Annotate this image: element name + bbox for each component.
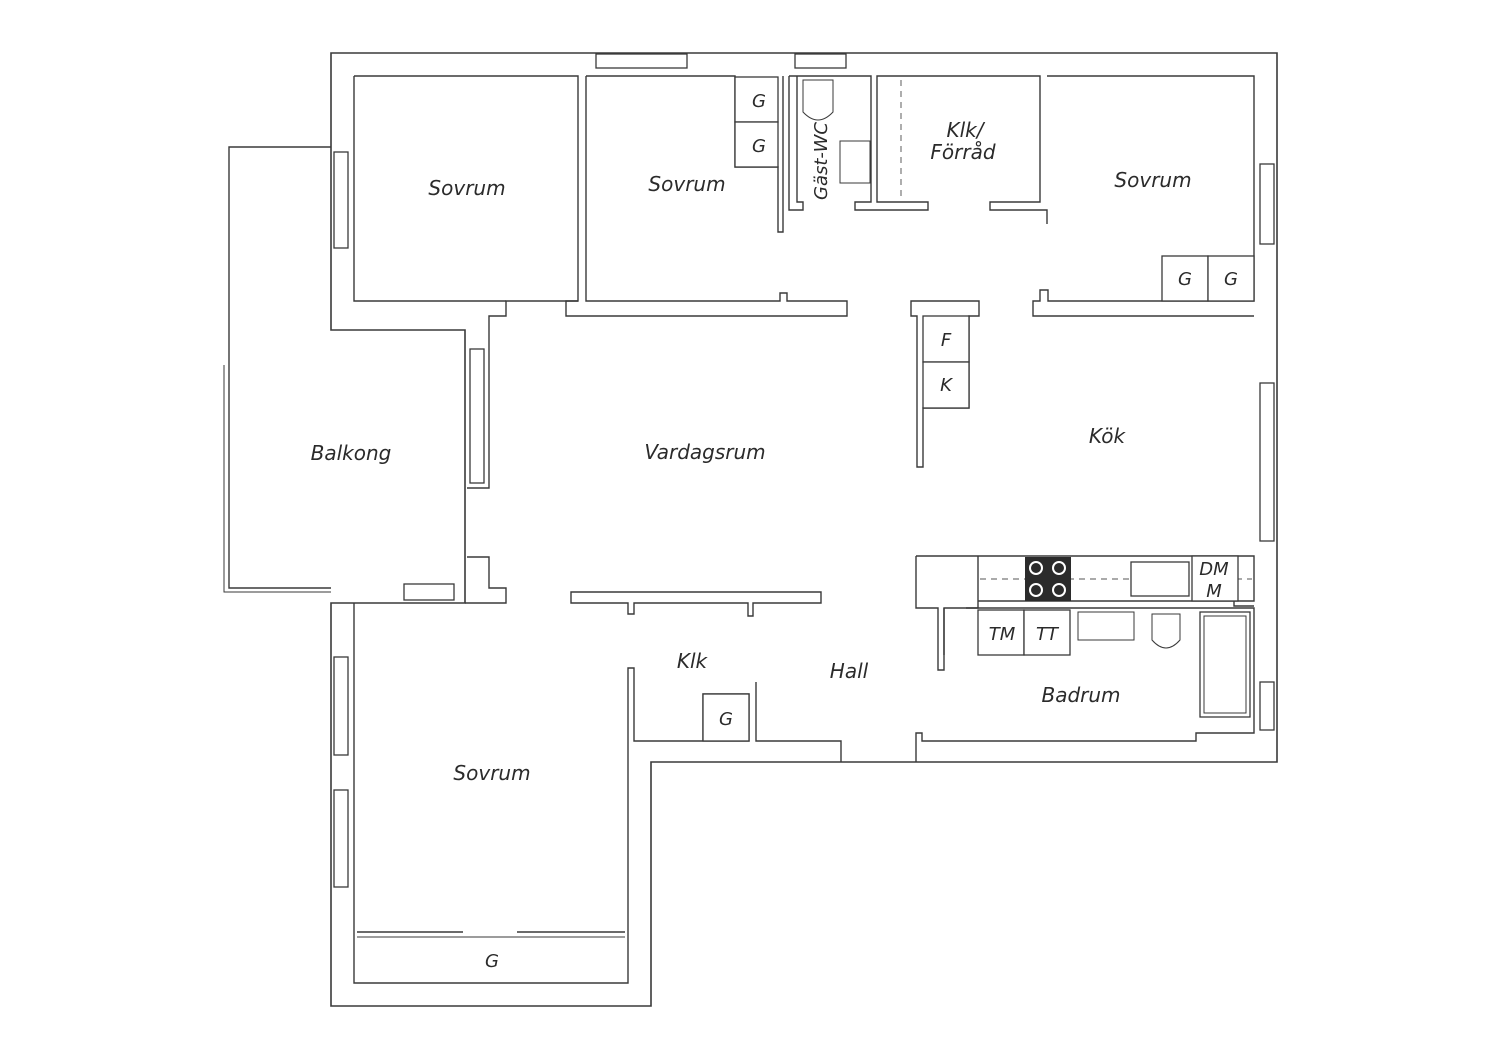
label-balkong: Balkong <box>311 441 392 465</box>
tt-box <box>1023 609 1071 656</box>
window-n1 <box>595 53 688 69</box>
label-badrum: Badrum <box>1041 683 1120 707</box>
label-tm: TM <box>989 624 1016 645</box>
stove-burner-1 <box>1029 561 1043 575</box>
window-w4 <box>333 789 349 888</box>
label-sovrum-nw: Sovrum <box>428 176 505 200</box>
label-klk-forrad-2: Förråd <box>930 140 995 164</box>
window-e2 <box>1259 382 1275 542</box>
label-g-6: G <box>485 951 499 972</box>
bathtub <box>1199 611 1251 718</box>
guest-wc-walls <box>788 75 1048 224</box>
balcony-railing <box>223 365 331 593</box>
kitchen-sink <box>1130 561 1190 597</box>
label-f: F <box>941 330 952 351</box>
freezer-box <box>922 361 970 409</box>
window-w1 <box>333 151 349 249</box>
label-kok: Kök <box>1089 424 1127 448</box>
window-w2 <box>469 348 485 484</box>
label-klk: Klk <box>677 649 709 673</box>
tm-box <box>977 609 1025 656</box>
bath-sink <box>1077 611 1135 641</box>
label-sovrum-ne: Sovrum <box>1114 168 1191 192</box>
bedroom-ne-walls <box>1032 75 1255 317</box>
label-sovrum-n: Sovrum <box>648 172 725 196</box>
label-gast-wc: Gäst-WC <box>811 122 832 200</box>
label-vardagsrum: Vardagsrum <box>644 440 765 464</box>
stove-burner-2 <box>1052 561 1066 575</box>
window-e1 <box>1259 163 1275 245</box>
label-g-4: G <box>1224 269 1238 290</box>
dm-box <box>1191 555 1239 602</box>
label-g-3: G <box>1178 269 1192 290</box>
label-hall: Hall <box>830 659 869 683</box>
label-g-2: G <box>752 136 766 157</box>
window-e3 <box>1259 681 1275 731</box>
closet-g-ne2 <box>1207 255 1255 302</box>
window-n2 <box>794 53 847 69</box>
wc-toilet <box>802 79 834 121</box>
living-south-wall <box>570 591 822 617</box>
bedroom-nw-walls <box>353 76 506 302</box>
label-klk-forrad-1: Klk/ <box>947 118 986 142</box>
window-w3 <box>333 656 349 756</box>
label-g-1: G <box>752 91 766 112</box>
windows <box>333 53 1275 888</box>
label-sovrum-sw: Sovrum <box>453 761 530 785</box>
bathroom-walls <box>915 607 1255 762</box>
label-g-5: G <box>719 709 733 730</box>
label-k: K <box>940 375 953 396</box>
closet-g-sw <box>702 693 750 742</box>
stove-burner-4 <box>1052 583 1066 597</box>
window-s1 <box>403 583 455 601</box>
closet-g2 <box>734 121 779 168</box>
stove-burner-3 <box>1029 583 1043 597</box>
wc-sink <box>839 140 871 184</box>
inner-wall-outline <box>354 75 579 489</box>
west-corner <box>465 556 507 604</box>
label-tt: TT <box>1036 624 1060 645</box>
bathtub-inner <box>1203 615 1247 714</box>
closet-g1 <box>734 76 779 123</box>
label-dm: DM <box>1199 559 1229 580</box>
label-m: M <box>1206 581 1222 602</box>
balcony-outline <box>228 146 331 589</box>
bath-toilet <box>1151 613 1181 649</box>
